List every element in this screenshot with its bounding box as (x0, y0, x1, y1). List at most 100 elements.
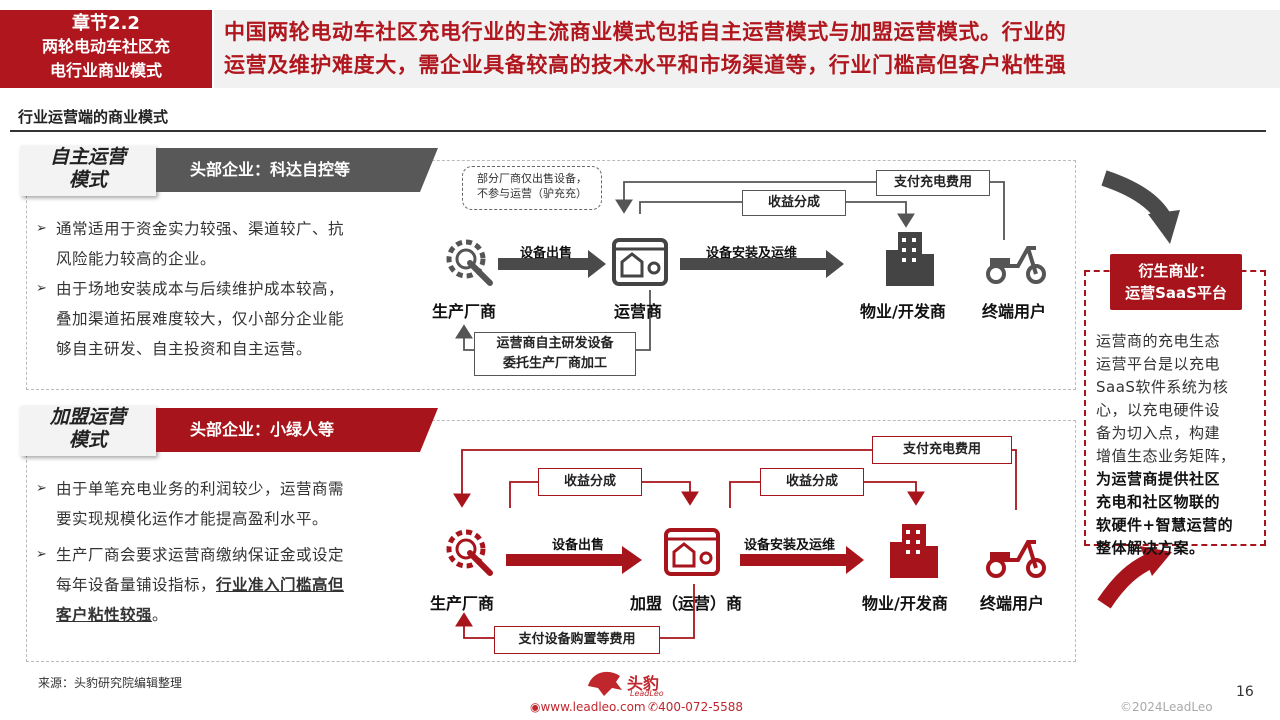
bullet-text: 生产厂商会要求运营商缴纳保证金或设定 (56, 546, 345, 564)
derivative-head-line1: 衍生商业： (1138, 262, 1214, 280)
chapter-number: 章节2.2 (72, 13, 140, 34)
revenue-share-box: 收益分成 (760, 468, 864, 496)
pay-charging-box: 支付充电费用 (876, 170, 990, 196)
franchise-tag-line1: 加盟运营 (49, 406, 126, 428)
derivative-head: 衍生商业： 运营SaaS平台 (1110, 254, 1242, 310)
phone-icon: ✆ (648, 700, 659, 714)
derivative-text: 增值生态业务矩阵， (1096, 447, 1236, 465)
node-operator: 运营商 (614, 302, 663, 321)
node-property: 物业/开发商 (862, 594, 948, 613)
bullet-text: 由于场地安装成本与后续维护成本较高， (56, 280, 345, 298)
oem-line: 运营商自主研发设备 (496, 336, 614, 351)
install-arrow (680, 250, 844, 278)
derivative-bold: 为运营商提供社区 (1096, 470, 1221, 488)
note-line: 不参与运营（驴充充） (477, 187, 587, 200)
bullet-text: 通常适用于资金实力较强、渠道较广、抗 (56, 220, 345, 238)
bullet-text: 要实现规模化运作才能提高盈利水平。 (56, 510, 329, 528)
derivative-text: 心，以充电硬件设 (1096, 401, 1221, 419)
section-title: 行业运营端的商业模式 (18, 108, 169, 126)
derivative-box: 运营商的充电生态 运营平台是以充电 SaaS软件系统为核 心，以充电硬件设 备为… (1084, 270, 1266, 557)
bullet: 通常适用于资金实力较强、渠道较广、抗 风险能力较高的企业。 (36, 214, 416, 274)
bullet-text: 叠加渠道拓展难度较大，仅小部分企业能 (56, 310, 345, 328)
oem-line: 委托生产厂商加工 (502, 356, 607, 371)
bullet-text-part: 。 (152, 606, 169, 624)
self-operation-bullets: 通常适用于资金实力较强、渠道较广、抗 风险能力较高的企业。 由于场地安装成本与后… (36, 214, 416, 364)
node-user: 终端用户 (982, 302, 1047, 321)
brand-logo-subtext: LeadLeo (630, 689, 664, 698)
chapter-title-line1: 两轮电动车社区充 (41, 37, 170, 56)
charger-icon (664, 528, 720, 576)
franchise-bullets: 由于单笔充电业务的利润较少，运营商需 要实现规模化运作才能提高盈利水平。 生产厂… (36, 474, 426, 630)
summary-banner: 中国两轮电动车社区充电行业的主流商业模式包括自主运营模式与加盟运营模式。行业的 … (214, 10, 1280, 88)
website-link[interactable]: ◉www.leadleo.com (530, 700, 646, 714)
derivative-bold: 充电和社区物联的 (1096, 493, 1221, 511)
phone-text: 400-072-5588 (658, 700, 744, 714)
building-icon (886, 232, 934, 286)
node-franchisee: 加盟（运营）商 (630, 594, 743, 613)
scooter-icon (986, 246, 1046, 284)
gear-wrench-icon (446, 239, 493, 286)
chapter-title-line2: 电行业商业模式 (49, 61, 162, 80)
node-property: 物业/开发商 (860, 302, 946, 321)
node-maker: 生产厂商 (430, 594, 495, 613)
franchise-tag: 加盟运营 模式 (20, 406, 156, 456)
bullet-text: 由于单笔充电业务的利润较少，运营商需 (56, 480, 345, 498)
derivative-text: 运营商的充电生态 (1096, 332, 1221, 350)
website-text: www.leadleo.com (540, 700, 646, 714)
franchise-panel (26, 420, 1076, 662)
bullet-text: 够自主研发、自主投资和自主运营。 (56, 340, 313, 358)
gear-wrench-icon (446, 529, 493, 576)
self-operation-tag-line1: 自主运营 (49, 146, 126, 168)
scooter-icon (986, 540, 1046, 578)
note-line: 部分厂商仅出售设备， (477, 172, 587, 185)
phone-number: ✆400-072-5588 (648, 700, 743, 714)
oem-box: 运营商自主研发设备 委托生产厂商加工 (474, 332, 636, 376)
revenue-share-box: 收益分成 (742, 190, 846, 216)
franchise-tag-line2: 模式 (68, 429, 107, 451)
bullet: 生产厂商会要求运营商缴纳保证金或设定 每年设备量铺设指标，行业准入门槛高但 客户… (36, 540, 426, 630)
charger-icon (612, 238, 668, 286)
brand-logo-text: 头豹 (627, 674, 660, 693)
derivative-text: 运营平台是以充电 (1096, 355, 1221, 373)
flow-install-label: 设备安装及运维 (706, 246, 798, 261)
sell-arrow-red (506, 546, 642, 574)
bullet-text: 客户粘性较强。 (56, 600, 426, 630)
bullet: 由于单笔充电业务的利润较少，运营商需 要实现规模化运作才能提高盈利水平。 (36, 474, 426, 534)
curve-arrow-grey (1148, 210, 1180, 244)
leopard-logo-icon (588, 671, 622, 696)
vendor-note: 部分厂商仅出售设备， 不参与运营（驴充充） (462, 166, 602, 210)
install-arrow-red (740, 546, 864, 574)
bullet-highlight: 行业准入门槛高但 (216, 576, 345, 594)
source-note: 来源：头豹研究院编辑整理 (38, 676, 183, 690)
flow-sell-label: 设备出售 (520, 246, 573, 261)
self-operation-panel (26, 160, 1076, 390)
derivative-head-line2: 运营SaaS平台 (1125, 284, 1227, 302)
page-number: 16 (1236, 684, 1254, 700)
building-icon (890, 524, 938, 578)
sell-arrow (498, 250, 606, 278)
derivative-text: 备为切入点，构建 (1096, 424, 1221, 442)
derivative-bold: 软硬件+智慧运营的 (1096, 516, 1234, 534)
bullet-text-part: 每年设备量铺设指标， (56, 576, 217, 594)
summary-line2: 运营及维护难度大，需企业具备较高的技术水平和市场渠道等，行业门槛高但客户粘性强 (224, 53, 1067, 77)
flow-install-label: 设备安装及运维 (744, 538, 836, 553)
copyright: ©2024LeadLeo (1120, 700, 1213, 714)
revenue-share-box: 收益分成 (538, 468, 642, 496)
summary-line1: 中国两轮电动车社区充电行业的主流商业模式包括自主运营模式与加盟运营模式。行业的 (224, 20, 1067, 44)
curve-arrow-red (1140, 546, 1172, 576)
node-user: 终端用户 (980, 594, 1045, 613)
derivative-bold: 整体解决方案。 (1096, 539, 1205, 557)
derivative-text: SaaS软件系统为核 (1096, 378, 1229, 396)
globe-icon: ◉ (530, 700, 541, 714)
bullet-text: 风险能力较高的企业。 (56, 250, 217, 268)
purchase-fee-box: 支付设备购置等费用 (494, 626, 660, 654)
node-maker: 生产厂商 (432, 302, 497, 321)
chapter-badge: 章节2.2 两轮电动车社区充 电行业商业模式 (0, 10, 212, 88)
self-operation-tag: 自主运营 模式 (20, 146, 156, 196)
bullet: 由于场地安装成本与后续维护成本较高， 叠加渠道拓展难度较大，仅小部分企业能 够自… (36, 274, 416, 364)
self-operation-tag-line2: 模式 (68, 169, 107, 191)
franchise-lead: 头部企业：小绿人等 (156, 408, 438, 452)
pay-charging-box: 支付充电费用 (872, 436, 1012, 464)
bullet-text: 每年设备量铺设指标，行业准入门槛高但 (56, 570, 426, 600)
